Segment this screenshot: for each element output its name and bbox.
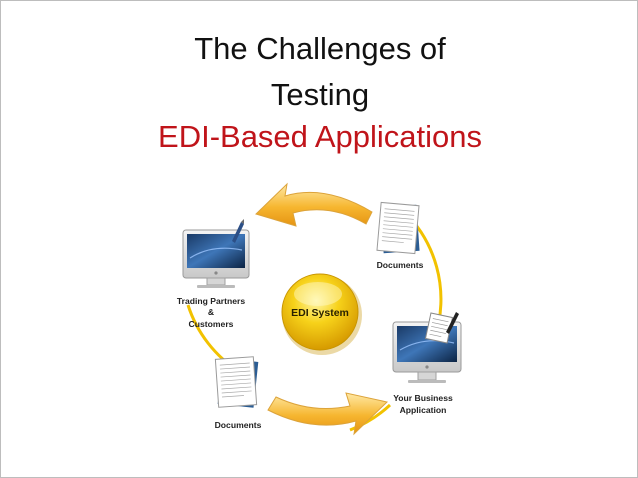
top-arrow: [255, 182, 373, 227]
title-line-2: Testing: [270, 77, 370, 112]
business-app-label-1: Your Business: [393, 393, 453, 403]
business-app-label-2: Application: [400, 405, 447, 415]
trading-partners-label-1: Trading Partners: [177, 296, 246, 306]
center-label: EDI System: [291, 307, 349, 319]
edi-system-node: EDI System: [281, 273, 362, 355]
monitor-icon: [392, 312, 462, 383]
documents-label-bottom: Documents: [215, 420, 262, 430]
trading-partners-label-2: &: [208, 307, 214, 317]
title-line-3: EDI-Based Applications: [158, 119, 482, 154]
documents-label-top: Documents: [377, 260, 424, 270]
bottom-arrow: [267, 392, 389, 436]
document-icon: [214, 356, 259, 408]
document-icon: [376, 201, 420, 255]
trading-partners-label-3: Customers: [189, 319, 234, 329]
title-line-1: The Challenges of: [194, 31, 446, 66]
monitor-icon: [182, 219, 250, 288]
